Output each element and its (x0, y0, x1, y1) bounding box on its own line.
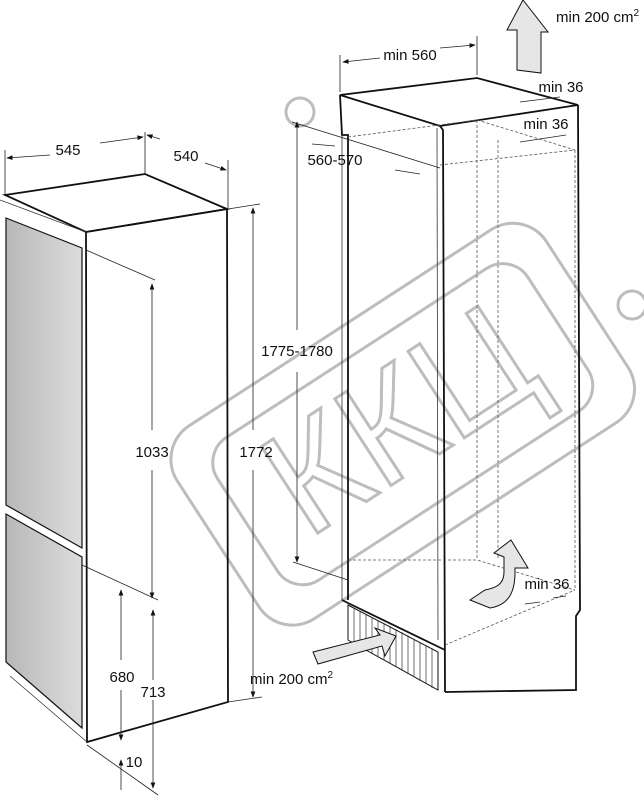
niche-drawing (291, 0, 581, 693)
niche-height-label: 1775-1780 (261, 343, 333, 360)
lower-inner-label: 680 (109, 669, 134, 686)
vent-through-arrow (468, 539, 529, 609)
rear-gap-bottom-label: min 36 (524, 576, 569, 593)
total-height-label: 1772 (239, 444, 272, 461)
watermark-circle (284, 96, 316, 128)
bottom-gap-label: 10 (126, 754, 143, 771)
top-gap-rear-label: min 36 (538, 79, 583, 96)
lower-height-label: 713 (140, 684, 165, 701)
upper-door (5, 217, 83, 550)
fridge-width-label: 545 (55, 142, 80, 159)
vent-in-arrow (312, 626, 397, 665)
fridge-top (1, 173, 231, 233)
watermark-circle (616, 289, 644, 321)
fridge-depth-label: 540 (173, 148, 198, 165)
lower-door (5, 512, 83, 730)
fridge-side (85, 207, 229, 744)
watermark-logo: ККЦ (169, 221, 637, 627)
top-gap-front-label: min 36 (523, 116, 568, 133)
vent-up-arrow (506, 0, 550, 74)
svg-text:ККЦ: ККЦ (233, 270, 564, 567)
bottom-vent-label: min 200 cm2 (250, 670, 334, 688)
fridge-drawing (0, 132, 263, 796)
niche-depth-label: 560-570 (307, 152, 362, 169)
upper-height-label: 1033 (135, 444, 168, 461)
niche-width-label: min 560 (383, 47, 436, 64)
top-vent-label: min 200 cm2 (556, 8, 640, 26)
